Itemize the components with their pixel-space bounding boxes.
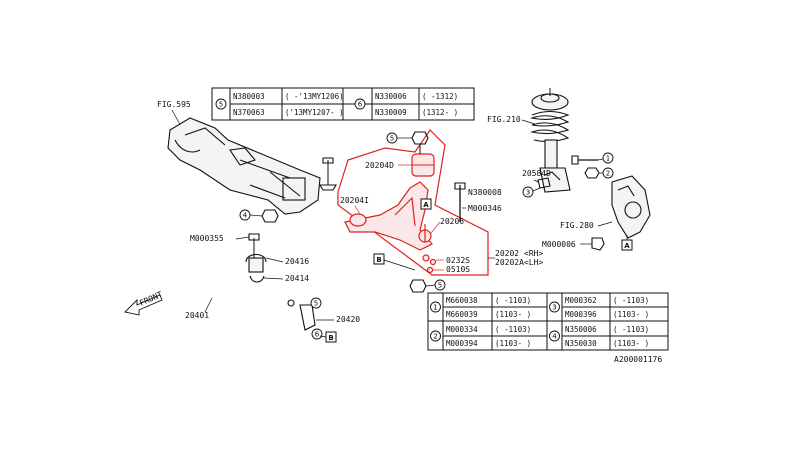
marker-1-strut-icon bbox=[602, 152, 614, 164]
label-fig280: FIG.280 bbox=[560, 221, 594, 230]
top-right-part-2: N330009 bbox=[375, 108, 407, 117]
stabilizer-bar: 20401 M000355 20416 20414 5 20420 6 B bbox=[130, 213, 360, 343]
marker-5-icon bbox=[215, 98, 227, 110]
label-m000006: M000006 bbox=[542, 240, 576, 249]
label-20420: 20420 bbox=[336, 315, 360, 324]
marker-4-crossmember: 4 bbox=[243, 212, 248, 220]
marker-6-link: 6 bbox=[315, 331, 320, 339]
marker-6-link-icon bbox=[311, 328, 323, 340]
top-right-range-2: (1312- ) bbox=[422, 108, 458, 117]
bottom-table: 1 M660038 ( -1103) M660039 (1103- ) 3 M0… bbox=[427, 292, 669, 351]
marker-5-link: 5 bbox=[314, 300, 318, 308]
marker-4-table-icon bbox=[549, 330, 560, 342]
label-fig595: FIG.595 bbox=[157, 100, 191, 109]
label-20414: 20414 bbox=[285, 274, 309, 283]
table-2-range-2: (1103- ) bbox=[495, 339, 531, 348]
ref-b-box-arm bbox=[373, 253, 385, 265]
top-left-part-1: N380003 bbox=[233, 92, 265, 101]
label-20584d: 20584D bbox=[522, 169, 551, 178]
table-1-part-2: M660039 bbox=[446, 310, 478, 319]
diagram-reference-number: A200001176 bbox=[614, 355, 662, 364]
label-0232s: 0232S bbox=[446, 256, 470, 265]
marker-5-label: 5 bbox=[219, 101, 223, 109]
table-2-part-1: M000334 bbox=[446, 325, 478, 334]
label-20204i: 20204I bbox=[340, 196, 369, 205]
table-marker-3: 3 bbox=[552, 304, 556, 312]
table-marker-1: 1 bbox=[433, 304, 437, 312]
label-20206: 20206 bbox=[440, 217, 464, 226]
marker-2-table-icon bbox=[430, 330, 441, 342]
top-right-part-1: N330006 bbox=[375, 92, 407, 101]
ref-a-knuckle: A bbox=[624, 242, 630, 250]
marker-6-icon bbox=[354, 98, 366, 110]
marker-5-link-icon bbox=[310, 297, 322, 309]
front-arrow: FRONT bbox=[124, 290, 164, 316]
marker-5-top: 5 bbox=[390, 135, 394, 143]
strut-assembly: FIG.210 1 2 20584D 3 FIG.280 bbox=[487, 88, 651, 251]
rear-bolt: N380008 M000346 bbox=[454, 182, 502, 222]
marker-3-strut: 3 bbox=[526, 189, 530, 197]
table-2-range-1: ( -1103) bbox=[495, 325, 531, 334]
table-3-range-2: (1103- ) bbox=[613, 310, 649, 319]
label-20204d: 20204D bbox=[365, 161, 394, 170]
ref-b-lower: B bbox=[328, 334, 333, 342]
label-0510s: 0510S bbox=[446, 265, 470, 274]
table-4-part-1: N350006 bbox=[565, 325, 597, 334]
label-20416: 20416 bbox=[285, 257, 309, 266]
label-20401: 20401 bbox=[185, 311, 209, 320]
marker-3-table-icon bbox=[549, 301, 560, 313]
top-left-range-2: ('13MY1207- ) bbox=[285, 108, 344, 117]
table-1-range-1: ( -1103) bbox=[495, 296, 531, 305]
table-1-range-2: (1103- ) bbox=[495, 310, 531, 319]
marker-5-bottom: 5 bbox=[438, 282, 442, 290]
top-table: 5 6 N380003 ( -'13MY1206) N370063 ('13MY… bbox=[211, 87, 475, 121]
label-fig210: FIG.210 bbox=[487, 115, 521, 124]
label-n380008: N380008 bbox=[468, 188, 502, 197]
table-1-part-1: M660038 bbox=[446, 296, 478, 305]
marker-1-table-icon bbox=[430, 301, 441, 313]
table-3-range-1: ( -1103) bbox=[613, 296, 649, 305]
marker-4-icon bbox=[239, 209, 251, 221]
table-4-part-2: N350030 bbox=[565, 339, 597, 348]
table-3-part-1: M000362 bbox=[565, 296, 597, 305]
lower-arm-group: 20204D 20204I 20206 0232S 0510S 20202 <R… bbox=[337, 129, 543, 293]
ref-a-arm: A bbox=[423, 201, 429, 209]
label-m000346: M000346 bbox=[468, 204, 502, 213]
table-marker-4: 4 bbox=[552, 333, 557, 341]
label-m000355: M000355 bbox=[190, 234, 224, 243]
crossmember: FIG.595 4 bbox=[157, 100, 337, 223]
marker-6-label: 6 bbox=[358, 101, 363, 109]
top-left-range-1: ( -'13MY1206) bbox=[285, 92, 344, 101]
table-marker-2: 2 bbox=[433, 333, 437, 341]
table-4-range-1: ( -1103) bbox=[613, 325, 649, 334]
table-2-part-2: M000394 bbox=[446, 339, 478, 348]
marker-2-strut: 2 bbox=[606, 170, 610, 178]
label-20202a-lh: 20202A<LH> bbox=[495, 258, 543, 267]
label-20202-rh: 20202 <RH> bbox=[495, 249, 543, 258]
marker-3-strut-icon bbox=[522, 186, 534, 198]
table-4-range-2: (1103- ) bbox=[613, 339, 649, 348]
top-right-range-1: ( -1312) bbox=[422, 92, 458, 101]
top-left-part-2: N370063 bbox=[233, 108, 265, 117]
table-3-part-2: M000396 bbox=[565, 310, 597, 319]
ref-b-arm: B bbox=[376, 256, 381, 264]
marker-1-strut: 1 bbox=[606, 155, 610, 163]
ref-a-box-arm bbox=[420, 198, 432, 210]
